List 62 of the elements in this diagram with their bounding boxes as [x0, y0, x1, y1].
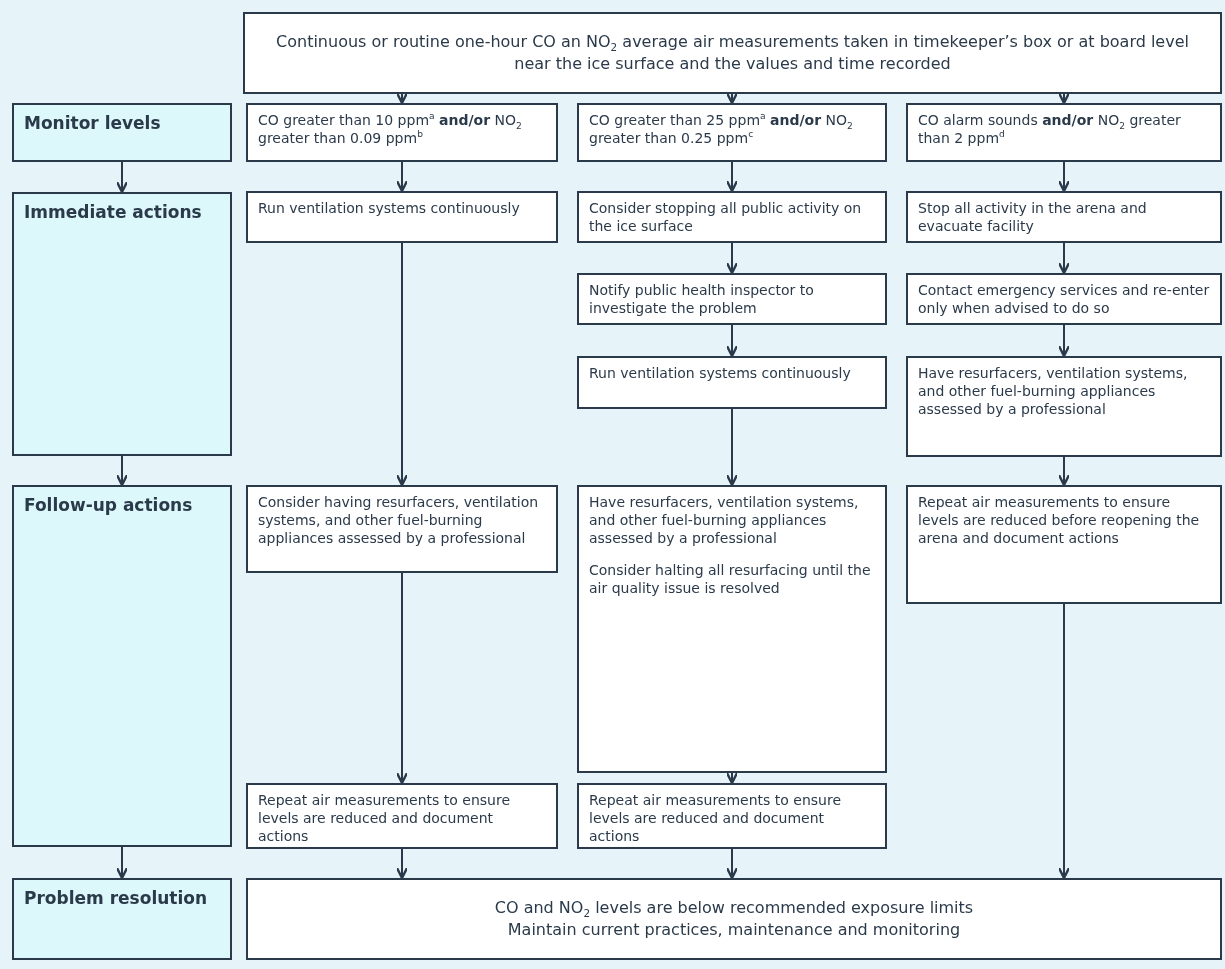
- stage-label-box: [12, 485, 232, 847]
- process-box: [577, 103, 887, 162]
- box-text: Notify public health inspector to investigate the problem: [589, 281, 815, 317]
- stage-label-box: [12, 192, 232, 456]
- box-text: Repeat air measurements to ensure levels are reduced and document actions: [258, 791, 512, 845]
- process-box: [577, 783, 887, 849]
- arrow: [395, 848, 409, 880]
- arrow: [725, 161, 739, 193]
- arrow: [725, 771, 739, 785]
- box-text: Consider having resurfacers, ventilation systems, and other fuel-burning appliances assessed by a professional: [258, 493, 540, 547]
- process-box: [906, 191, 1222, 243]
- box-text: Have resurfacers, ventilation systems, and other fuel-burning appliances assessed by a professional: [589, 493, 860, 547]
- arrow: [1057, 603, 1071, 880]
- box-text: Run ventilation systems continuously: [589, 364, 852, 382]
- process-box: [577, 191, 887, 243]
- arrow: [725, 242, 739, 275]
- arrow: [1057, 161, 1071, 193]
- box-text: Continuous or routine one-hour CO an NO$_{2}$ average air measurements taken in timekeeper’s box or at board level near the ice surface and the values and time recorded: [275, 31, 1190, 75]
- process-box: [906, 356, 1222, 457]
- arrow: [395, 572, 409, 785]
- arrow: [115, 455, 129, 487]
- arrow: [395, 161, 409, 193]
- process-box: [246, 783, 558, 849]
- stage-label-box: [12, 878, 232, 960]
- box-text: CO greater than 10 ppm$^{a}$ and/or NO$_{2}$ greater than 0.09 ppm$^{b}$: [258, 111, 523, 147]
- arrow: [725, 408, 739, 487]
- box-text: Consider stopping all public activity on the ice surface: [589, 199, 863, 235]
- box-text: Have resurfacers, ventilation systems, and other fuel-burning appliances assessed by a professional: [918, 364, 1189, 418]
- stage-label: Problem resolution: [24, 888, 209, 909]
- arrow: [725, 848, 739, 880]
- arrow: [1057, 242, 1071, 275]
- stage-label: Monitor levels: [24, 113, 162, 134]
- stage-label-box: [12, 103, 232, 162]
- arrow: [1057, 456, 1071, 487]
- process-box: [246, 878, 1222, 960]
- box-text: CO alarm sounds and/or NO$_{2}$ greater than 2 ppm$^{d}$: [918, 111, 1182, 147]
- process-box: [577, 356, 887, 409]
- box-text: Repeat air measurements to ensure levels are reduced before reopening the arena and document actions: [918, 493, 1201, 547]
- process-box: [577, 273, 887, 325]
- arrow: [725, 324, 739, 358]
- stage-label: Immediate actions: [24, 202, 203, 223]
- process-box: [246, 191, 558, 243]
- box-text: Stop all activity in the arena and evacuate facility: [918, 199, 1148, 235]
- process-box: [906, 103, 1222, 162]
- process-box: [906, 485, 1222, 604]
- box-text: Run ventilation systems continuously: [258, 199, 521, 217]
- process-box: [246, 103, 558, 162]
- process-box: [246, 485, 558, 573]
- process-box: [243, 12, 1222, 94]
- box-text: Consider halting all resurfacing until the air quality issue is resolved: [589, 561, 872, 597]
- process-box: [577, 485, 887, 773]
- box-text: Repeat air measurements to ensure levels are reduced and document actions: [589, 791, 843, 845]
- box-text: Maintain current practices, maintenance and monitoring: [506, 919, 962, 941]
- box-text: Contact emergency services and re-enter only when advised to do so: [918, 281, 1210, 317]
- arrow: [395, 242, 409, 487]
- arrow: [1057, 324, 1071, 358]
- arrow: [115, 161, 129, 194]
- box-text: CO greater than 25 ppm$^{a}$ and/or NO$_{2}$ greater than 0.25 ppm$^{c}$: [589, 111, 854, 147]
- process-box: [906, 273, 1222, 325]
- box-text: CO and NO$_{2}$ levels are below recommended exposure limits: [493, 897, 975, 919]
- stage-label: Follow-up actions: [24, 495, 194, 516]
- arrow: [115, 846, 129, 880]
